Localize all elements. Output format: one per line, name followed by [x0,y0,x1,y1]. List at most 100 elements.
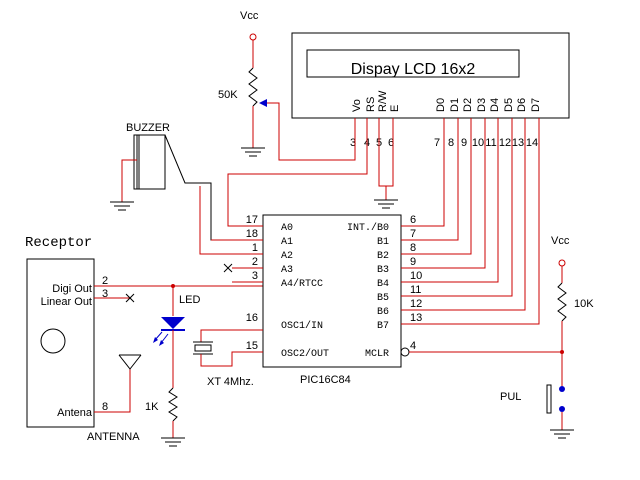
pic-pin-number: 1 [252,242,258,254]
pic-pin-name: A0 [281,223,293,234]
pic-pin-name: B3 [377,265,389,276]
receptor-module: Receptor Digi Out Linear Out Antena 2 3 … [25,235,263,443]
pic-pin-number: 8 [410,242,416,254]
lcd-pin-label: D4 [489,98,501,112]
lcd-pin-label: D5 [503,98,515,112]
pic-name: PIC16C84 [300,374,351,386]
pic-body [262,214,402,368]
lcd-outline [291,32,570,119]
lcd-pin-number: 3 [350,137,356,149]
resistor-10k-label: 10K [574,298,594,310]
buzzer: BUZZER [110,122,263,241]
lcd-pin-label: D6 [516,98,528,112]
pot-label: 50K [218,89,238,101]
lcd-pin-number: 6 [388,137,394,149]
pic-pin-name: B7 [377,321,389,332]
pic-pin-number: 9 [410,256,416,268]
resistor-1k-label: 1K [145,401,159,413]
pic-pin-name: A1 [281,237,293,248]
receptor-pin-linear: 3 [102,288,108,300]
pot-wiper-arrow [259,99,267,107]
vcc-label-top: Vcc [240,10,259,22]
crystal: XT 4Mhz. [193,329,263,388]
lcd-pin-label: D1 [449,98,461,112]
pic-pin-name: B6 [377,307,389,318]
lcd-pin-label: D7 [530,98,542,112]
receptor-linear-out: Linear Out [41,296,92,308]
mclr-bubble [400,347,410,357]
crystal-label: XT 4Mhz. [207,376,254,388]
pic-pin-number: 2 [252,256,258,268]
lcd-pin-number: 12 [499,137,511,149]
vcc-terminal-top [249,33,257,41]
receptor-body [26,258,95,428]
pic-pin-name: OSC2/OUT [281,348,329,360]
pic-pin-name: A4/RTCC [281,278,323,290]
lcd-pin-number: 9 [461,137,467,149]
receptor-pin-antena: 8 [102,401,108,413]
button-contact-top [559,386,565,392]
lcd-pin-number: 7 [434,137,440,149]
receptor-digi-out: Digi Out [52,283,92,295]
pic-pin-name: B2 [377,251,389,262]
lcd-pin-label: D3 [476,98,488,112]
receptor-pin-digi: 2 [102,275,108,287]
lcd-pin-label: R/W [377,90,389,112]
buzzer-side [133,134,140,190]
receptor-title: Receptor [25,235,92,251]
pic-pin-number: 16 [246,312,258,324]
button-label: PUL [500,391,521,403]
receptor-antena: Antena [57,407,93,419]
lcd-pin-label: RS [365,97,377,112]
pic-pin-number: 13 [410,312,422,324]
pic-pin-number: 11 [410,284,421,296]
lcd-pin-label: D2 [462,98,474,112]
pic-pin-number: 6 [410,214,416,226]
pic-pin-name: A2 [281,251,293,262]
pic-pin-name: B4 [377,279,389,290]
lcd-pin-number: 10 [472,137,484,149]
lcd-title: Dispay LCD 16x2 [351,61,476,78]
lcd-pin-label: D0 [435,98,447,112]
pic-pin-number: 15 [246,340,258,352]
pic-pin-name: INT./B0 [347,222,389,234]
reset-circuit: Vcc 10K PUL [409,235,594,439]
buzzer-body [136,134,166,190]
led-branch: LED 1K [145,284,200,447]
push-button [546,384,552,414]
lcd-screen [306,49,520,78]
lcd-pin-number: 11 [485,137,496,149]
pic-pin-number: 3 [252,270,258,282]
pic-pin-number: 17 [246,214,258,226]
portb-wiring [401,118,540,325]
vcc-terminal-right [558,259,566,267]
pic-pin-number: 12 [410,298,422,310]
receptor-sensor [40,328,66,354]
antenna-label: ANTENNA [87,431,140,443]
led-icon [161,317,185,329]
pic-pin-name: OSC1/IN [281,320,323,332]
pic-pin-number: 4 [410,340,416,352]
pic-pin-name: B5 [377,293,389,304]
junction-mclr [560,350,564,354]
pic-pin-name: B1 [377,237,389,248]
lcd-pin-label: E [389,105,401,112]
vcc-label-right: Vcc [551,235,570,247]
pic-pin-name: MCLR [365,349,389,360]
lcd-pin-number: 14 [526,137,538,149]
pic-pin-number: 10 [410,270,422,282]
lcd-pin-number: 13 [512,137,524,149]
buzzer-label: BUZZER [126,122,170,134]
led-label: LED [179,294,200,306]
pic-pin-number: 18 [246,228,258,240]
button-contact-bottom [559,406,565,412]
lcd-pin-label: Vo [351,99,363,112]
pic-pin-number: 7 [410,228,416,240]
pic-pin-name: A3 [281,265,293,276]
lcd-pin-number: 8 [448,137,454,149]
